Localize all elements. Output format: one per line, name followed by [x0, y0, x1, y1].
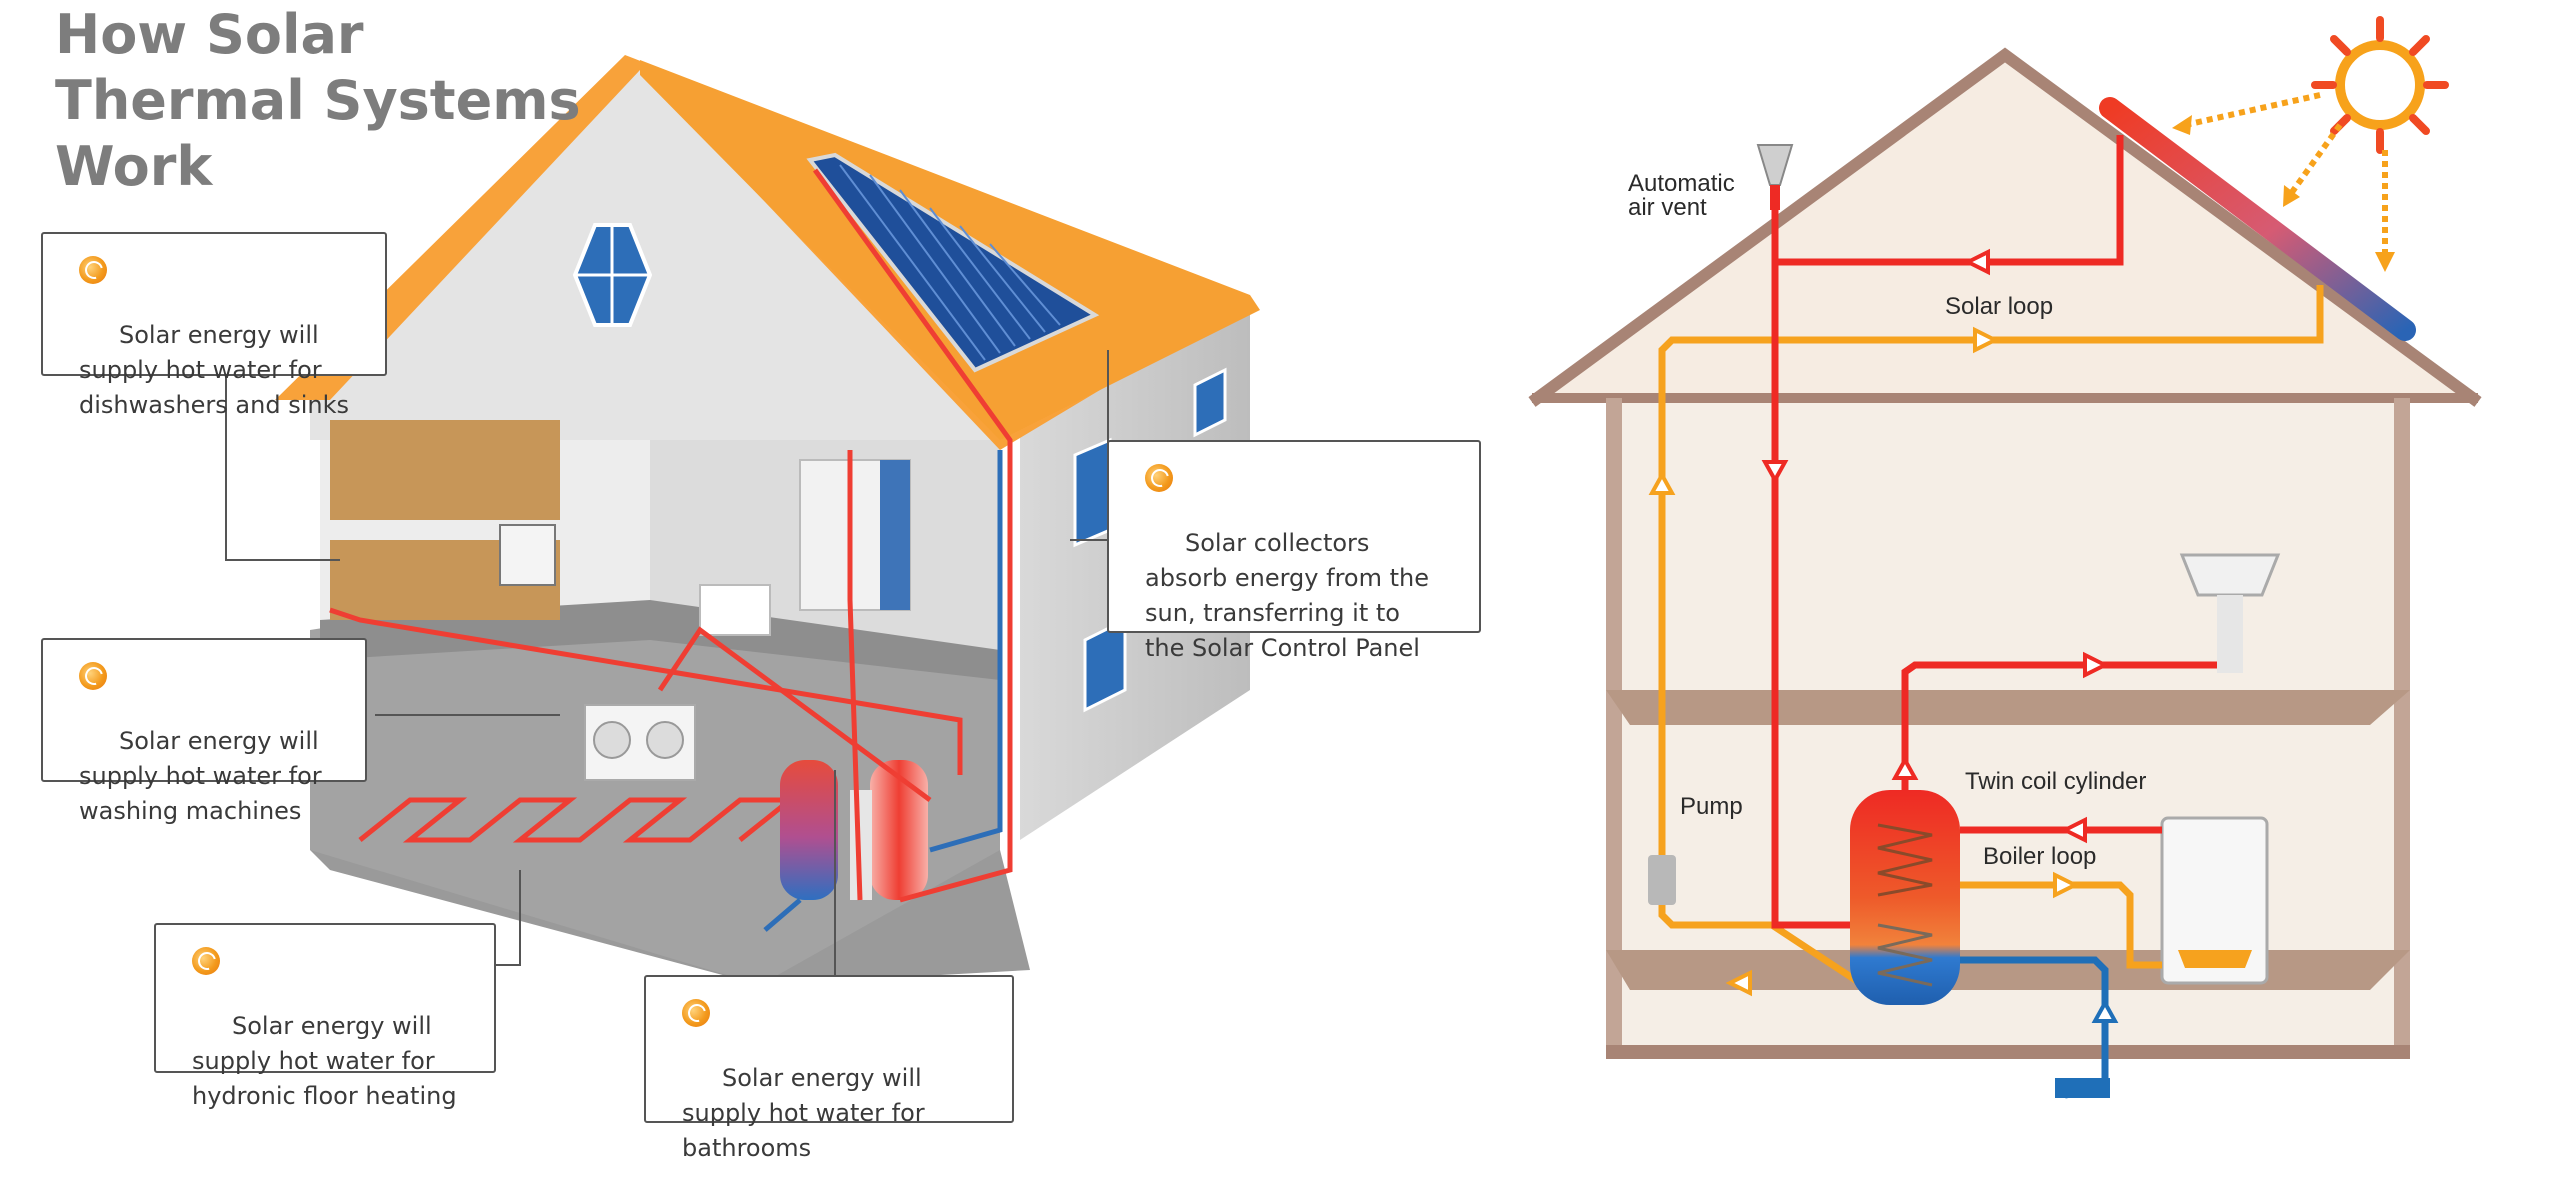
page-title: How Solar Thermal Systems Work: [55, 3, 581, 198]
left-house-illustration: [225, 55, 1260, 985]
hot-water-tank: [780, 760, 838, 900]
automatic-air-vent-icon: [1756, 144, 1794, 186]
solar-bullet-icon: [682, 999, 710, 1027]
flow-arrows: [1648, 248, 2119, 1023]
solar-loop-pipes: [1658, 135, 2324, 986]
floor-heating-coil: [358, 797, 798, 843]
callout-bathrooms: Solar energy will supply hot water for b…: [644, 975, 1014, 1162]
label-pump: Pump: [1680, 793, 1743, 820]
right-schematic-diagram: [1528, 16, 2482, 1099]
boiler-icon: [2160, 816, 2269, 985]
solar-bullet-icon: [192, 947, 220, 975]
solar-bullet-icon: [79, 256, 107, 284]
solar-bullet-icon: [1145, 464, 1173, 492]
cold-water-pipes: [763, 450, 1003, 932]
pump-icon: [1648, 855, 1676, 905]
label-automatic-air-vent: Automatic air vent: [1628, 170, 1735, 221]
sun-icon: [2311, 16, 2449, 154]
callout-washing-text: Solar energy will supply hot water for w…: [79, 727, 322, 825]
callout-bathrooms-text: Solar energy will supply hot water for b…: [682, 1064, 925, 1162]
schematic-attic: [1535, 60, 2475, 400]
label-solar-loop: Solar loop: [1945, 293, 2054, 320]
twin-coil-cylinder: [1850, 790, 1960, 1005]
label-twin-coil-cylinder: Twin coil cylinder: [1965, 768, 2147, 795]
solar-thermal-infographic: How Solar Thermal Systems Work Solar ene…: [0, 0, 2560, 1168]
kitchen-cabinets: [330, 420, 560, 520]
callout-floor-heating: Solar energy will supply hot water for h…: [154, 923, 496, 1110]
callout-floor-text: Solar energy will supply hot water for h…: [192, 1012, 457, 1110]
bathroom-sink: [699, 584, 771, 636]
callout-washing-machines: Solar energy will supply hot water for w…: [41, 638, 367, 825]
callout-collectors-text: Solar collectors absorb energy from the …: [1145, 529, 1429, 662]
solar-bullet-icon: [79, 662, 107, 690]
callout-solar-collectors: Solar collectors absorb energy from the …: [1107, 440, 1481, 662]
hot-water-pipes: [329, 168, 1013, 903]
solar-storage-tank: [870, 760, 928, 900]
house-front-gable: [310, 70, 1000, 440]
callout-dishwashers-text: Solar energy will supply hot water for d…: [79, 321, 349, 419]
callout-dishwashers: Solar energy will supply hot water for d…: [41, 232, 387, 419]
sink-icon: [2179, 553, 2281, 597]
label-boiler-loop: Boiler loop: [1983, 843, 2097, 870]
roof-solar-panel: [2099, 97, 2416, 341]
sun-ray-arrows: [2184, 92, 2388, 260]
